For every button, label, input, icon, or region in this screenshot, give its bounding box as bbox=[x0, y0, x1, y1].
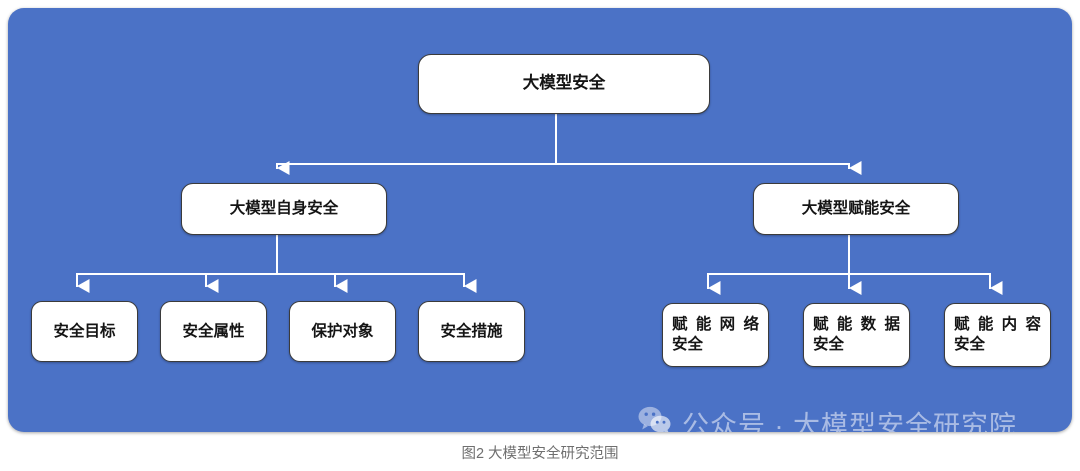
node-leaf-security-attribute: 安全属性 bbox=[160, 301, 267, 362]
node-leaf-label: 保护对象 bbox=[311, 322, 374, 340]
node-branch-enabled-security: 大模型赋能安全 bbox=[753, 183, 959, 235]
node-leaf-protected-object: 保护对象 bbox=[289, 301, 396, 362]
node-leaf-label: 安全目标 bbox=[53, 322, 116, 340]
node-leaf-label-line1: 赋能内容 bbox=[954, 316, 1041, 334]
node-branch-label: 大模型赋能安全 bbox=[801, 200, 911, 218]
node-leaf-security-measure: 安全措施 bbox=[418, 301, 525, 362]
node-root: 大模型安全 bbox=[418, 54, 710, 114]
node-root-label: 大模型安全 bbox=[522, 74, 606, 93]
watermark-text: 公众号 · 大模型安全研究院 bbox=[682, 411, 1017, 432]
wechat-icon bbox=[638, 405, 672, 432]
node-leaf-label-line2: 安全 bbox=[813, 336, 845, 353]
diagram-panel: 大模型安全 大模型自身安全 大模型赋能安全 安全目标 安全属性 保护对象 安全措… bbox=[8, 8, 1072, 432]
node-leaf-content-security: 赋能内容 安全 bbox=[944, 303, 1051, 367]
node-leaf-label-line2: 安全 bbox=[954, 336, 986, 353]
figure-caption: 图2 大模型安全研究范围 bbox=[461, 446, 619, 462]
node-leaf-data-security: 赋能数据 安全 bbox=[803, 303, 910, 367]
node-leaf-label: 安全措施 bbox=[440, 322, 503, 340]
node-leaf-label-line2: 安全 bbox=[672, 336, 704, 353]
node-leaf-label: 安全属性 bbox=[182, 322, 245, 340]
node-leaf-network-security: 赋能网络 安全 bbox=[662, 303, 769, 367]
node-leaf-security-goal: 安全目标 bbox=[31, 301, 138, 362]
node-branch-label: 大模型自身安全 bbox=[229, 200, 339, 218]
node-branch-self-security: 大模型自身安全 bbox=[181, 183, 387, 235]
node-leaf-label-line1: 赋能网络 bbox=[672, 316, 759, 334]
watermark: 公众号 · 大模型安全研究院 bbox=[638, 404, 1017, 432]
node-leaf-label-line1: 赋能数据 bbox=[813, 316, 900, 334]
